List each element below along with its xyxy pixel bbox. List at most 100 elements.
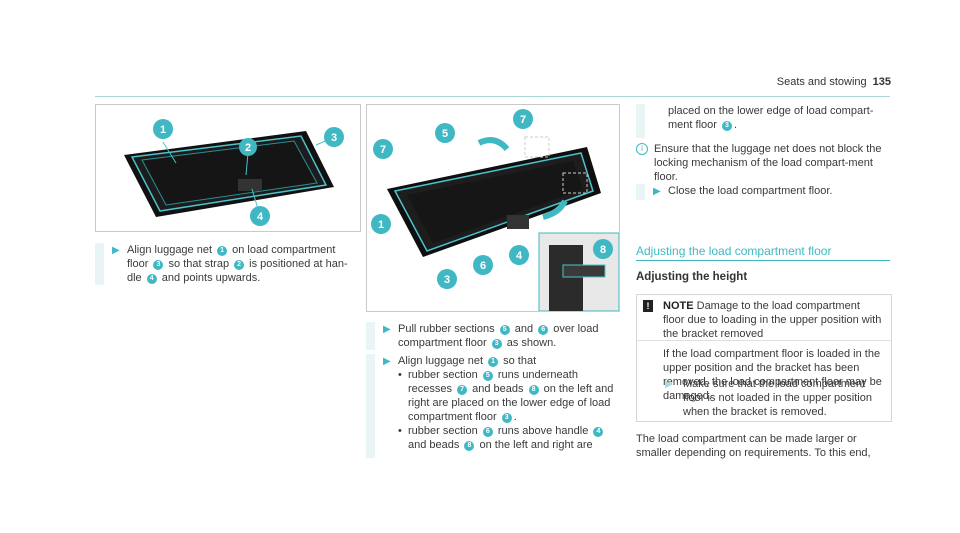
step-text: and beads (408, 439, 463, 451)
step-text: . (733, 119, 738, 131)
ref-num: 8 (528, 385, 539, 395)
bullet-list: rubber section 5 runs underneath recesse… (398, 368, 618, 452)
callout-label: 6 (480, 260, 486, 272)
step-bar (636, 184, 645, 200)
step-arrow-icon: ▶ (653, 186, 661, 197)
callout-5: 5 (435, 123, 455, 143)
step-bar (636, 104, 645, 138)
callout-label: 4 (516, 250, 523, 262)
header-section: Seats and stowing (776, 76, 867, 88)
step-text: so that (500, 355, 537, 367)
step-arrow-icon: ▶ (383, 324, 391, 335)
step-arrow-icon: ▶ (383, 356, 391, 367)
step-bar (95, 243, 104, 285)
ref-num: 1 (488, 357, 499, 367)
step-text: as shown. (503, 337, 557, 349)
figure-luggage-net-2: 7 5 7 1 3 6 4 8 (366, 104, 620, 312)
step-text: and beads (469, 383, 527, 395)
step-text: over load compartment floor (398, 323, 599, 349)
step-text: runs underneath recesses (408, 369, 578, 395)
info-text: Ensure that the luggage net does not blo… (654, 143, 882, 183)
step-text: so that strap (165, 258, 233, 270)
step-bar (366, 354, 375, 458)
info-note: i Ensure that the luggage net does not b… (636, 142, 890, 184)
callout-4: 4 (250, 206, 270, 226)
ref-num: 3 (721, 121, 732, 131)
step-arrow-icon: ▶ (112, 245, 120, 256)
ref-num: 5 (499, 325, 510, 335)
ref-num: 3 (153, 260, 164, 270)
step-arrow-icon: ▶ (665, 379, 673, 390)
ref-num: 1 (217, 246, 228, 256)
step-text: rubber section (408, 425, 481, 437)
callout-label: 3 (331, 132, 337, 144)
callout-1: 1 (371, 214, 391, 234)
note-text: Damage to the load compartment floor due… (663, 300, 882, 340)
ref-num: 5 (482, 371, 493, 381)
info-icon: i (636, 143, 648, 155)
note-action: ▶ Make sure that the load compartment fl… (663, 377, 885, 419)
step-text: rubber section (408, 369, 481, 381)
ref-num: 7 (457, 385, 468, 395)
note-action-text: Make sure that the load compartment floo… (683, 378, 872, 418)
callout-4: 4 (509, 245, 529, 265)
step-close-floor: ▶ Close the load compartment floor. (636, 184, 890, 200)
final-paragraph: The load compartment can be made larger … (636, 433, 871, 459)
step-text: Pull rubber sections (398, 323, 498, 335)
callout-label: 5 (442, 128, 448, 140)
step-text: is positioned at han-dle (127, 258, 348, 284)
step-text: placed on the lower edge of load compart… (668, 105, 874, 131)
step-text: Align luggage net (127, 244, 216, 256)
page-number: 135 (872, 76, 891, 88)
step-text: . (513, 411, 517, 423)
callout-8: 8 (593, 239, 613, 259)
step-bar (366, 322, 375, 350)
callout-6: 6 (473, 255, 493, 275)
callout-label: 2 (245, 142, 251, 154)
figure-luggage-net-1: 1 2 3 4 (95, 104, 361, 232)
bullet-item: rubber section 5 runs underneath recesse… (398, 368, 618, 424)
luggage-net-detail-illustration: 7 5 7 1 3 6 4 8 (371, 109, 619, 311)
ref-num: 4 (146, 274, 157, 284)
callout-7-top: 7 (513, 109, 533, 129)
header-rule (95, 96, 890, 97)
bullet-item: rubber section 6 runs above handle 4 and… (398, 424, 618, 452)
note-label: NOTE (663, 300, 694, 312)
ref-num: 8 (464, 441, 475, 451)
ref-num: 4 (593, 427, 604, 437)
ref-num: 2 (234, 260, 245, 270)
warning-icon: ! (643, 300, 653, 312)
subheading: Adjusting the height (636, 271, 748, 283)
step-text: and points upwards. (158, 272, 261, 284)
note-body: If the load compartment floor is loaded … (663, 348, 882, 402)
step-text: Close the load compartment floor. (668, 185, 833, 197)
step-align-net: ▶ Align luggage net 1 on load compartmen… (95, 243, 357, 285)
luggage-net-illustration: 1 2 3 4 (124, 119, 344, 226)
callout-label: 4 (257, 211, 264, 223)
step-text: on load compartment floor (127, 244, 336, 270)
step-continuation: placed on the lower edge of load compart… (636, 104, 890, 138)
callout-label: 7 (380, 144, 386, 156)
callout-3: 3 (324, 127, 344, 147)
callout-label: 3 (444, 274, 450, 286)
callout-label: 7 (520, 114, 526, 126)
step-text: runs above handle (494, 425, 592, 437)
ref-num: 6 (482, 427, 493, 437)
callout-label: 8 (600, 244, 606, 256)
step-align-net-detail: ▶ Align luggage net 1 so that rubber sec… (366, 354, 618, 458)
running-header: Seats and stowing 135 (777, 76, 891, 88)
ref-num: 6 (538, 325, 549, 335)
callout-label: 1 (160, 124, 166, 136)
note-header: ! NOTE Damage to the load compartment fl… (643, 299, 883, 341)
section-rule (636, 260, 890, 261)
callout-1: 1 (153, 119, 173, 139)
section-title: Adjusting the load compartment floor (636, 244, 832, 258)
step-text: and (511, 323, 537, 335)
step-text: Align luggage net (398, 355, 487, 367)
step-text: on the left and right are (476, 439, 593, 451)
note-separator (637, 340, 891, 341)
step-pull-rubber: ▶ Pull rubber sections 5 and 6 over load… (366, 322, 618, 350)
ref-num: 3 (501, 413, 512, 423)
ref-num: 3 (491, 339, 502, 349)
callout-7-left: 7 (373, 139, 393, 159)
